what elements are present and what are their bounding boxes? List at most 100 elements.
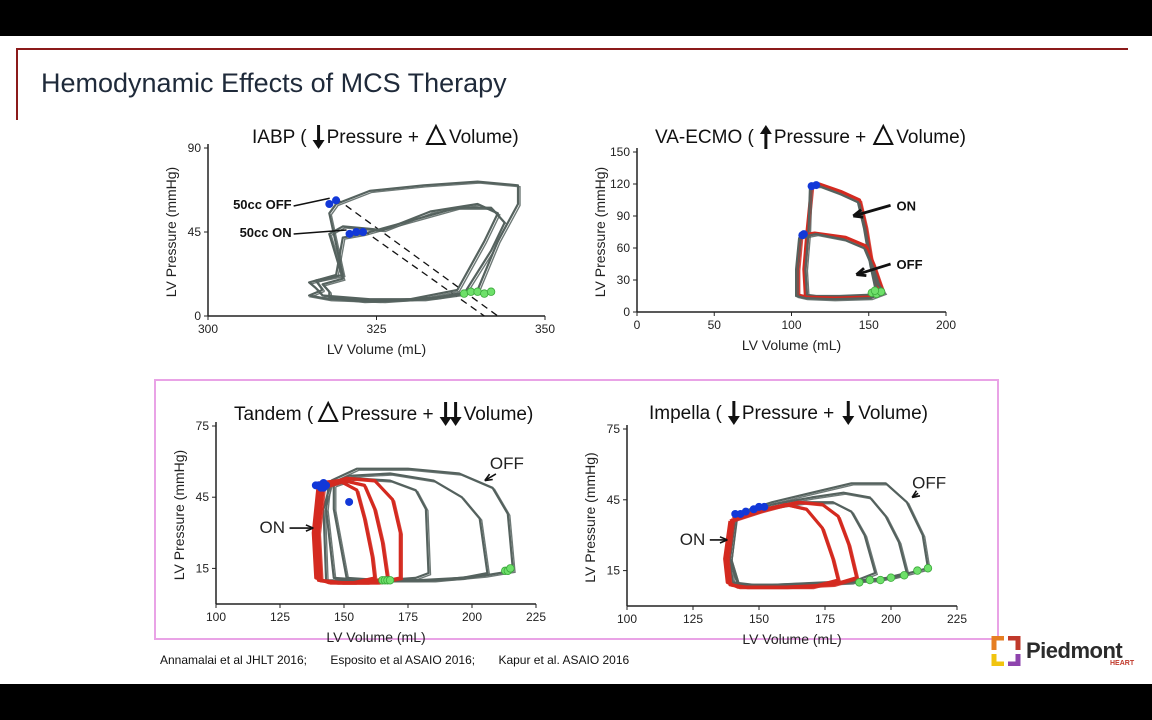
delta-icon (872, 123, 894, 145)
up-arrow-icon-head (759, 125, 772, 134)
citation-annamalai: Annamalai et al JHLT 2016; (160, 653, 307, 667)
x-tick-label: 200 (881, 612, 901, 626)
pv-loop-red (723, 502, 840, 589)
x-tick-label: 200 (462, 610, 482, 624)
x-tick-label: 300 (198, 322, 218, 336)
citations: Annamalai et al JHLT 2016; Esposito et a… (160, 653, 649, 667)
down-arrow-icon-head (439, 417, 452, 426)
x-tick-label: 225 (526, 610, 546, 624)
annotation-label: ON (897, 198, 917, 213)
chart-title-part: Impella ( (649, 403, 723, 424)
y-tick-label: 60 (617, 241, 631, 255)
logo-subtitle: HEART (1110, 660, 1135, 667)
end-diastolic-point (870, 286, 880, 295)
end-diastolic-point (385, 576, 395, 585)
annotation-label: OFF (897, 257, 923, 272)
annotation-arrow (484, 473, 497, 482)
y-tick-label: 150 (610, 145, 630, 159)
chart-title: IABP ( Pressure + Volume) (252, 123, 519, 149)
annotation-label: 50cc ON (240, 225, 292, 240)
down-arrow-icon (727, 401, 740, 425)
chart-title: VA-ECMO (Pressure +Volume) (655, 123, 966, 149)
end-systolic-point (332, 196, 341, 205)
end-diastolic-point (923, 564, 933, 573)
annotation-arrowhead (719, 536, 728, 544)
end-diastolic-point (886, 573, 896, 582)
x-tick-label: 100 (617, 612, 637, 626)
x-tick-label: 0 (634, 318, 641, 332)
y-axis-label: LV Pressure (mmHg) (592, 167, 608, 297)
y-tick-label: 0 (623, 305, 630, 319)
x-tick-label: 125 (270, 610, 290, 624)
y-tick-label: 75 (196, 419, 210, 433)
chart-title-part: Pressure + (341, 404, 433, 425)
chart-title: Impella ( Pressure + Volume) (649, 401, 928, 425)
y-tick-label: 15 (607, 564, 621, 578)
down-arrow-icon (439, 402, 452, 426)
annotation-label: OFF (912, 473, 946, 492)
end-diastolic-point (913, 566, 922, 575)
chart-title-part: IABP ( (252, 127, 307, 148)
y-tick-label: 45 (607, 493, 621, 507)
x-tick-label: 150 (749, 612, 769, 626)
delta-icon (425, 123, 447, 145)
chart-title-part: Volume) (464, 404, 534, 425)
x-tick-label: 100 (781, 318, 801, 332)
annotation-arrow (293, 197, 330, 207)
chart-title-part: Volume) (858, 403, 928, 424)
end-systolic-point (799, 230, 808, 239)
pv-loop-trace (725, 505, 842, 590)
pv-loop-red (316, 476, 402, 585)
x-tick-label: 100 (206, 610, 226, 624)
y-tick-label: 30 (617, 273, 631, 287)
x-tick-label: 150 (334, 610, 354, 624)
y-axis-label: LV Pressure (mmHg) (171, 450, 187, 580)
annotation-arrow (293, 229, 347, 235)
chart-title-part: Pressure + (327, 127, 419, 148)
title-rule (16, 48, 1128, 50)
end-diastolic-point (506, 564, 515, 573)
pv-loop-trace (319, 478, 403, 585)
annotation-label: OFF (490, 454, 524, 473)
end-diastolic-point (865, 575, 875, 585)
chart-title-part: VA-ECMO ( (655, 127, 755, 148)
end-systolic-point (322, 481, 331, 490)
highlight-box (154, 379, 999, 640)
x-axis-label: LV Volume (mL) (327, 341, 426, 357)
logo-wordmark: Piedmont (1026, 638, 1123, 663)
end-diastolic-point (900, 571, 909, 580)
annotation-arrow (855, 262, 891, 277)
x-tick-label: 200 (936, 318, 956, 332)
down-arrow-icon-head (312, 140, 325, 149)
annotation-arrowhead (852, 208, 864, 219)
end-systolic-point (345, 229, 354, 238)
end-systolic-point (760, 502, 769, 511)
pv-loop-gray (728, 482, 930, 586)
pv-loop-trace (309, 208, 508, 302)
pv-loop-gray (332, 477, 430, 582)
down-arrow-icon (842, 401, 855, 425)
chart-title-part: Volume) (449, 127, 519, 148)
annotation-label: ON (260, 518, 286, 537)
pv-loop-gray (308, 206, 506, 301)
annotation-arrowhead (484, 473, 493, 482)
title-accent-bar (16, 48, 18, 120)
piedmont-logo: Piedmont HEART (990, 636, 1140, 670)
chart-title-part: Pressure + (742, 403, 834, 424)
x-tick-label: 175 (815, 612, 835, 626)
annotation-arrowhead (855, 267, 867, 278)
slide-title: Hemodynamic Effects of MCS Therapy (41, 68, 507, 98)
end-diastolic-point (486, 287, 496, 296)
y-axis-label: LV Pressure (mmHg) (582, 452, 598, 582)
pv-loop-trace (797, 234, 888, 302)
annotation-arrow (852, 203, 891, 218)
end-systolic-point (325, 200, 334, 208)
x-tick-label: 175 (398, 610, 418, 624)
x-axis-label: LV Volume (mL) (326, 629, 425, 645)
